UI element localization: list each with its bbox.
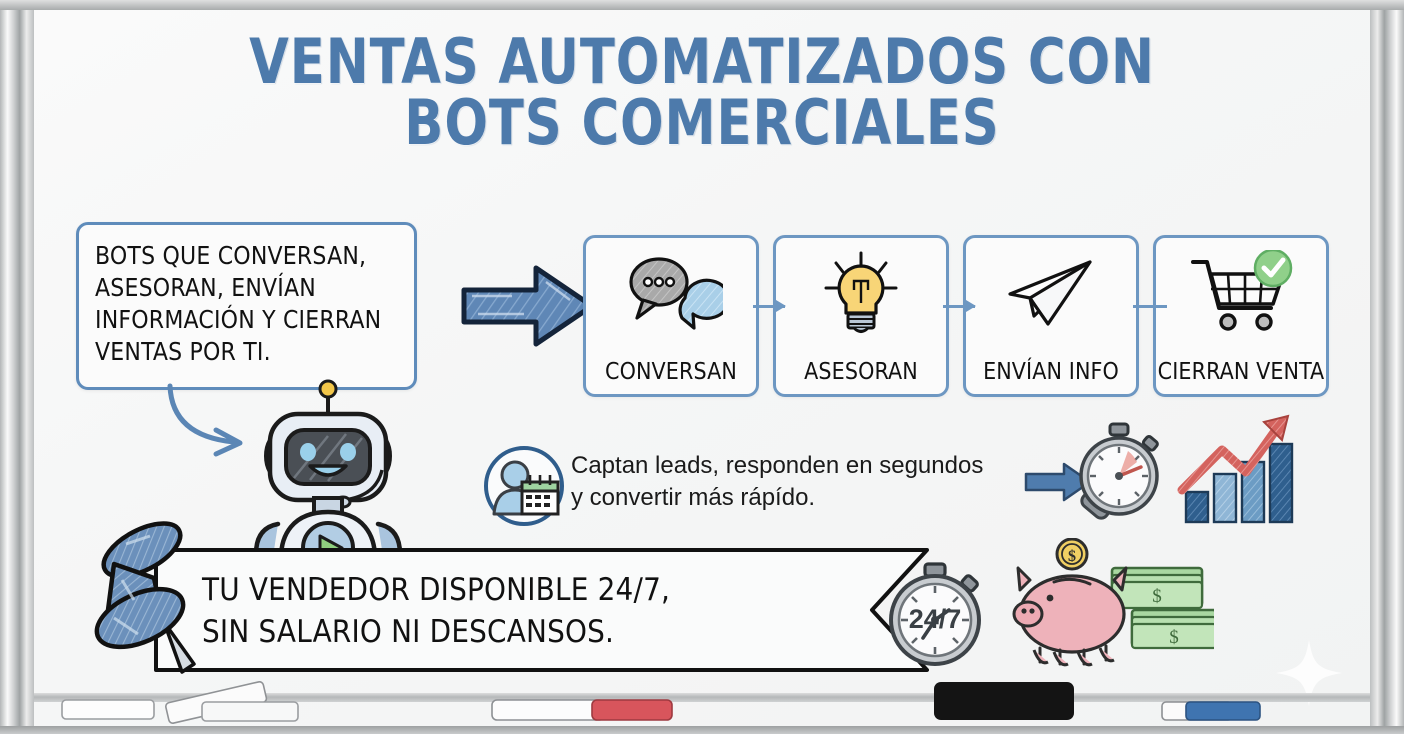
big-right-arrow-icon	[461, 265, 595, 347]
red-marker-cap	[591, 699, 673, 721]
white-eraser	[61, 699, 155, 720]
tray-items	[34, 680, 1370, 726]
frame-left-edge	[0, 0, 34, 734]
coin-symbol: $	[1068, 548, 1076, 565]
flow-card-conversan[interactable]: CONVERSAN	[583, 235, 759, 397]
flow-card-cierran-venta[interactable]: CIERRAN VENTA	[1153, 235, 1329, 397]
blue-marker-cap	[1185, 701, 1261, 721]
stopwatch-magnifier-icon	[1079, 422, 1159, 520]
whiteboard-surface: VENTAS AUTOMATIZADOS CON BOTS COMERCIALE…	[34, 10, 1370, 726]
marker-tray	[34, 693, 1370, 702]
stopwatch-24-7-icon: 24/7	[889, 562, 981, 666]
chat-bubbles-icon	[586, 246, 756, 341]
title-line-1: VENTAS AUTOMATIZADOS CON	[249, 25, 1155, 98]
ribbon-line-1: TU VENDEDOR DISPONIBLE 24/7,	[202, 572, 671, 608]
title-line-2: BOTS COMERCIALES	[404, 85, 1000, 159]
flow-card-asesoran[interactable]: ASESORAN	[773, 235, 949, 397]
growth-bar-chart-icon	[1177, 414, 1294, 524]
flow-card-label: ASESORAN	[804, 359, 918, 385]
frame-top-edge	[0, 0, 1404, 10]
flow-card-label: CIERRAN VENTA	[1157, 359, 1325, 385]
flow-connector-1	[753, 300, 786, 312]
white-marker-body	[491, 699, 605, 721]
flow-connector-2	[943, 300, 976, 312]
ribbon-text: TU VENDEDOR DISPONIBLE 24/7, SIN SALARIO…	[202, 570, 822, 653]
pushpin-icon	[94, 521, 196, 674]
white-eraser-2	[201, 701, 299, 722]
right-arrow-icon	[1024, 462, 1092, 502]
frame-right-edge	[1370, 0, 1404, 734]
piggy-bank-money-icon: $ $ $	[1012, 538, 1214, 667]
sparkle-icon	[1276, 640, 1342, 706]
frame-bottom-edge	[0, 726, 1404, 734]
money-stack-icon: $ $	[1110, 566, 1214, 650]
shopping-cart-check-icon	[1156, 246, 1326, 341]
paper-plane-icon	[966, 246, 1136, 341]
svg-text:$: $	[1152, 586, 1162, 607]
black-eraser	[934, 682, 1074, 720]
flow-card-label: CONVERSAN	[605, 359, 737, 385]
flow-card-envian-info[interactable]: ENVÍAN INFO	[963, 235, 1139, 397]
intro-text-card: BOTS QUE CONVERSAN, ASESORAN, ENVÍAN INF…	[76, 222, 417, 390]
ribbon-line-2: SIN SALARIO NI DESCANSOS.	[202, 613, 615, 650]
lightbulb-icon	[776, 246, 946, 341]
curved-arrow-icon	[167, 383, 243, 457]
benefits-line-2: y convertir más rápído.	[571, 483, 816, 511]
intro-text: BOTS QUE CONVERSAN, ASESORAN, ENVÍAN INF…	[95, 241, 382, 367]
flow-connector-3	[1133, 305, 1167, 308]
svg-text:$: $	[1169, 627, 1179, 648]
person-calendar-icon	[484, 446, 564, 526]
page-title: VENTAS AUTOMATIZADOS CON BOTS COMERCIALE…	[87, 25, 1316, 159]
benefits-line-1: Captan leads, responden en segundos	[571, 452, 984, 479]
benefits-text: Captan leads, responden en segundos y co…	[571, 450, 991, 513]
flow-card-label: ENVÍAN INFO	[983, 359, 1119, 385]
